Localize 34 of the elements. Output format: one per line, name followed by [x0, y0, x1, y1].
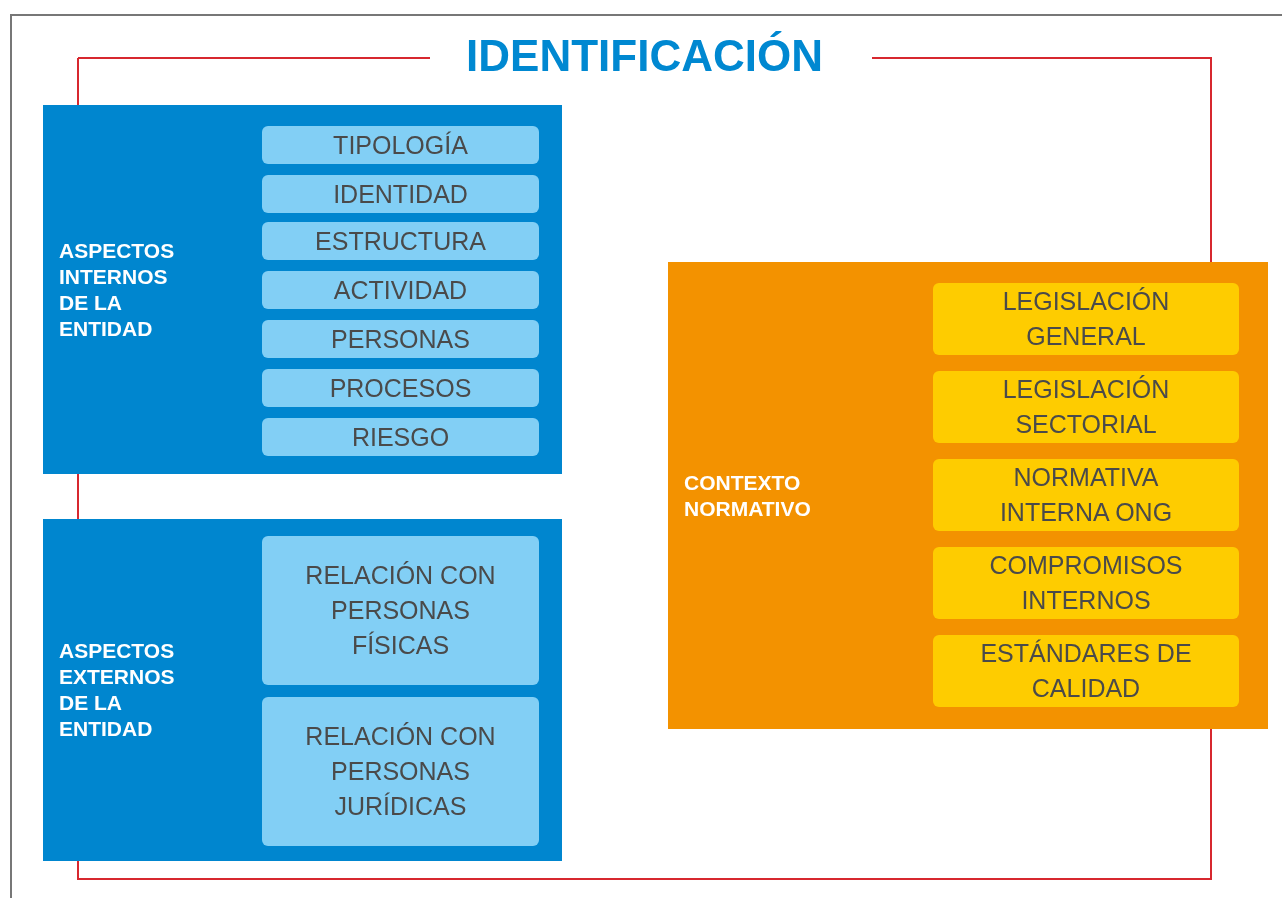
group-panel [668, 262, 1268, 729]
item-box [933, 547, 1239, 619]
group-panel [43, 519, 562, 861]
item-label: ESTÁNDARES DE CALIDAD [979, 638, 1193, 704]
item-label: PERSONAS [330, 323, 471, 355]
item-box [262, 175, 539, 213]
group-heading: ASPECTOS INTERNOS DE LA ENTIDAD [59, 237, 176, 342]
item-box [262, 222, 539, 260]
item-box [262, 369, 539, 407]
item-label: RELACIÓN CON PERSONAS FÍSICAS [304, 560, 497, 661]
item-label: LEGISLACIÓN SECTORIAL [1001, 374, 1171, 440]
group-panel [43, 105, 562, 474]
item-box [933, 635, 1239, 707]
item-label: TIPOLOGÍA [332, 129, 469, 161]
group-heading: ASPECTOS EXTERNOS DE LA ENTIDAD [59, 638, 176, 742]
item-box [262, 418, 539, 456]
item-box [933, 283, 1239, 355]
item-box [262, 271, 539, 309]
item-label: IDENTIDAD [332, 178, 469, 210]
item-label: NORMATIVA INTERNA ONG [998, 462, 1174, 528]
item-label: LEGISLACIÓN GENERAL [1001, 286, 1171, 352]
item-box [262, 126, 539, 164]
item-box [933, 371, 1239, 443]
item-label: COMPROMISOS INTERNOS [988, 550, 1184, 616]
group-heading: CONTEXTO NORMATIVO [684, 469, 812, 522]
item-box [262, 697, 539, 846]
item-box [933, 459, 1239, 531]
item-box [262, 320, 539, 358]
item-box [262, 536, 539, 685]
item-label: RIESGO [350, 421, 451, 453]
item-label: ESTRUCTURA [314, 225, 487, 257]
item-label: PROCESOS [328, 372, 473, 404]
item-label: RELACIÓN CON PERSONAS JURÍDICAS [304, 721, 497, 822]
item-label: ACTIVIDAD [332, 274, 469, 306]
